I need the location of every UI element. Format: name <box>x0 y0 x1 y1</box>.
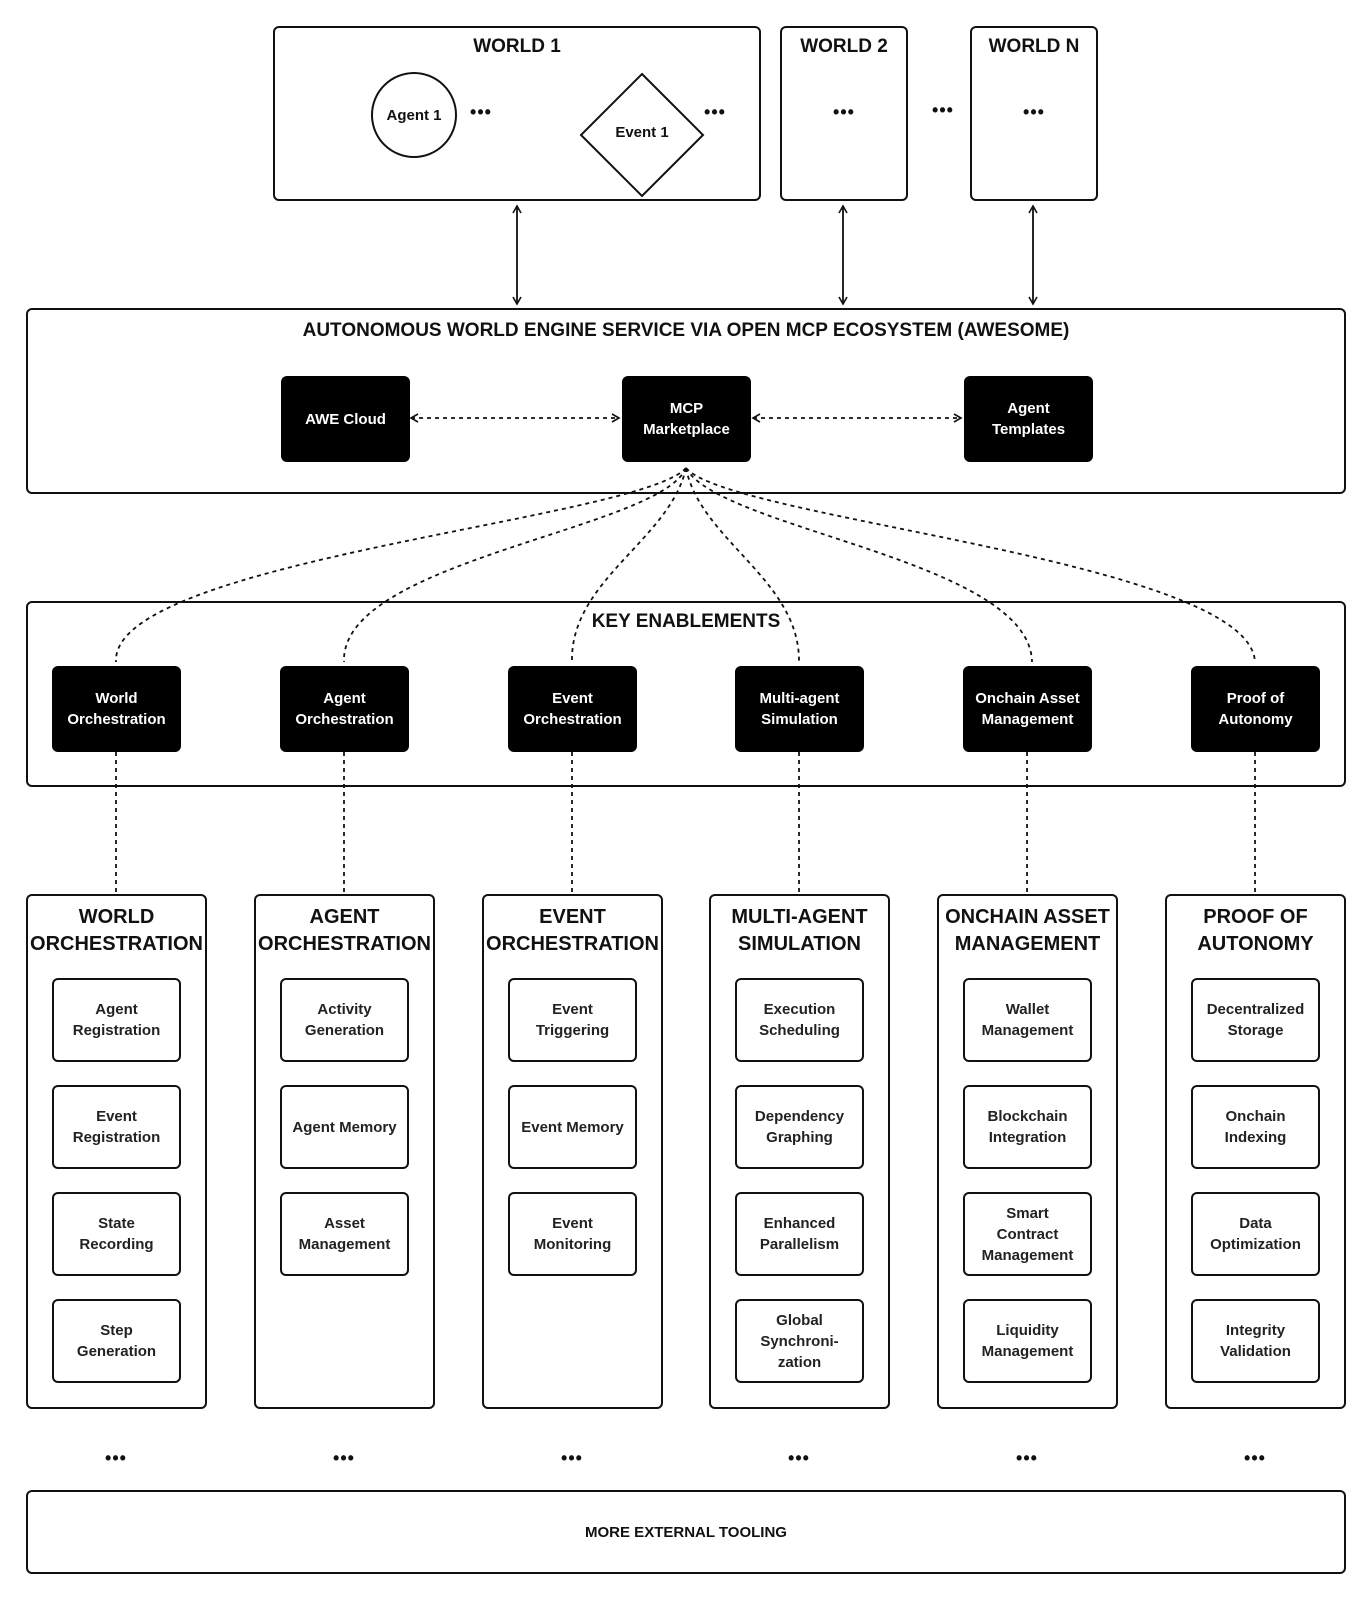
world-1-box: WORLD 1 Agent 1 ••• Event 1 ••• <box>273 26 761 201</box>
item-decentralized-storage: Decentralized Storage <box>1191 978 1320 1062</box>
column-title: MULTI-AGENT SIMULATION <box>731 906 868 955</box>
column-proof-of-autonomy: PROOF OF AUTONOMY <box>1165 894 1346 1409</box>
world-1-title: WORLD 1 <box>473 36 561 57</box>
external-tooling-box: MORE EXTERNAL TOOLING <box>26 1490 1346 1574</box>
item-activity-generation: Activity Generation <box>280 978 409 1062</box>
item-agent-memory: Agent Memory <box>280 1085 409 1169</box>
curve-proof-of-autonomy <box>685 467 1256 663</box>
agent-1-label: Agent 1 <box>386 106 442 124</box>
column-onchain-asset-management: ONCHAIN ASSET MANAGEMENT <box>937 894 1118 1409</box>
column-title: EVENT ORCHESTRATION <box>486 906 659 955</box>
item-event-registration: Event Registration <box>52 1085 181 1169</box>
column-4-ellipsis: ••• <box>788 1448 810 1468</box>
item-global-synchronization: Global Synchroni- zation <box>735 1299 864 1383</box>
enablement-agent-orchestration: Agent Orchestration <box>280 666 409 752</box>
world-1-ellipsis-a: ••• <box>470 102 492 122</box>
item-blockchain-integration: Blockchain Integration <box>963 1085 1092 1169</box>
awe-cloud-node: AWE Cloud <box>281 376 410 462</box>
curve-multi-agent-simulation <box>685 467 800 663</box>
item-enhanced-parallelism: Enhanced Parallelism <box>735 1192 864 1276</box>
column-6-ellipsis: ••• <box>1244 1448 1266 1468</box>
column-5-ellipsis: ••• <box>1016 1448 1038 1468</box>
item-wallet-management: Wallet Management <box>963 978 1092 1062</box>
world-n-box: WORLD N ••• <box>970 26 1098 201</box>
column-3-ellipsis: ••• <box>561 1448 583 1468</box>
column-event-orchestration: EVENT ORCHESTRATION <box>482 894 663 1409</box>
column-multi-agent-simulation: MULTI-AGENT SIMULATION <box>709 894 890 1409</box>
world-2-box: WORLD 2 ••• <box>780 26 908 201</box>
world-2-ellipsis: ••• <box>833 102 855 122</box>
column-title: ONCHAIN ASSET MANAGEMENT <box>945 906 1110 955</box>
enablement-proof-of-autonomy: Proof of Autonomy <box>1191 666 1320 752</box>
awesome-service-box: AUTONOMOUS WORLD ENGINE SERVICE VIA OPEN… <box>26 308 1346 494</box>
item-state-recording: State Recording <box>52 1192 181 1276</box>
item-event-monitoring: Event Monitoring <box>508 1192 637 1276</box>
awesome-service-title: AUTONOMOUS WORLD ENGINE SERVICE VIA OPEN… <box>302 320 1070 341</box>
curve-world-orchestration <box>115 467 687 663</box>
item-event-triggering: Event Triggering <box>508 978 637 1062</box>
world-n-ellipsis: ••• <box>1023 102 1045 122</box>
column-agent-orchestration: AGENT ORCHESTRATION <box>254 894 435 1409</box>
column-title: PROOF OF AUTONOMY <box>1197 906 1314 955</box>
key-enablements-title: KEY ENABLEMENTS <box>591 611 781 632</box>
enablement-event-orchestration: Event Orchestration <box>508 666 637 752</box>
item-liquidity-management: Liquidity Management <box>963 1299 1092 1383</box>
agent-1-circle: Agent 1 <box>371 72 457 158</box>
column-title: WORLD ORCHESTRATION <box>30 906 203 955</box>
item-agent-registration: Agent Registration <box>52 978 181 1062</box>
item-execution-scheduling: Execution Scheduling <box>735 978 864 1062</box>
column-2-ellipsis: ••• <box>333 1448 355 1468</box>
curve-agent-orchestration <box>343 467 687 663</box>
item-dependency-graphing: Dependency Graphing <box>735 1085 864 1169</box>
curve-event-orchestration <box>571 467 687 663</box>
mcp-marketplace-node: MCP Marketplace <box>622 376 751 462</box>
column-world-orchestration: WORLD ORCHESTRATION <box>26 894 207 1409</box>
world-2-title: WORLD 2 <box>800 36 888 57</box>
world-n-title: WORLD N <box>988 36 1080 57</box>
world-1-ellipsis-b: ••• <box>704 102 726 122</box>
diamond-shape <box>579 72 705 198</box>
event-1-diamond: Event 1 <box>579 72 705 198</box>
item-asset-management: Asset Management <box>280 1192 409 1276</box>
column-1-ellipsis: ••• <box>105 1448 127 1468</box>
event-1-label: Event 1 <box>615 124 669 141</box>
item-smart-contract-management: Smart Contract Management <box>963 1192 1092 1276</box>
item-onchain-indexing: Onchain Indexing <box>1191 1085 1320 1169</box>
enablement-multi-agent-simulation: Multi-agent Simulation <box>735 666 864 752</box>
item-event-memory: Event Memory <box>508 1085 637 1169</box>
enablement-onchain-asset-management: Onchain Asset Management <box>963 666 1092 752</box>
between-worlds-ellipsis: ••• <box>932 100 954 120</box>
agent-templates-node: Agent Templates <box>964 376 1093 462</box>
key-enablements-box: KEY ENABLEMENTS <box>26 601 1346 787</box>
item-integrity-validation: Integrity Validation <box>1191 1299 1320 1383</box>
column-title: AGENT ORCHESTRATION <box>258 906 431 955</box>
external-tooling-title: MORE EXTERNAL TOOLING <box>585 1523 787 1541</box>
enablement-world-orchestration: World Orchestration <box>52 666 181 752</box>
item-step-generation: Step Generation <box>52 1299 181 1383</box>
item-data-optimization: Data Optimization <box>1191 1192 1320 1276</box>
curve-onchain-asset <box>685 467 1033 663</box>
